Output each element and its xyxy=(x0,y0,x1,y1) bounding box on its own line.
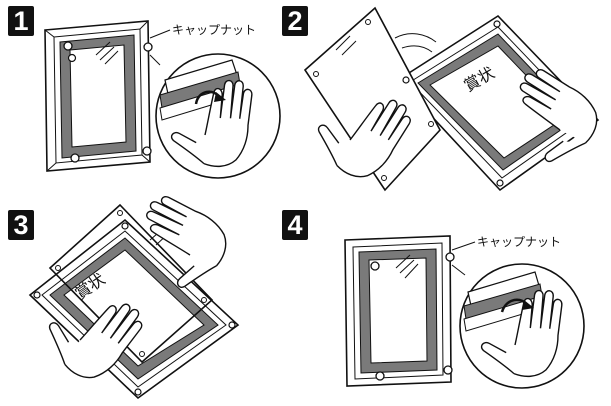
step-badge-2: 2 xyxy=(282,6,308,36)
frame-icon xyxy=(344,235,452,387)
step-3-figure: 賞状 xyxy=(28,193,240,400)
cap-nut-icon xyxy=(67,53,77,63)
step-2-figure: 賞状 xyxy=(303,6,607,192)
step-1-figure xyxy=(44,20,281,179)
step-4-figure xyxy=(344,235,585,389)
acrylic-plate-icon xyxy=(95,41,119,65)
frame-icon xyxy=(44,20,151,172)
step-badge-3: 3 xyxy=(8,210,34,240)
cap-nut-icon xyxy=(370,252,455,381)
cap-nut-icon xyxy=(33,222,236,396)
cap-nut-label: キャップナット xyxy=(172,23,257,37)
step-badge-1: 1 xyxy=(8,6,34,36)
step-badge-4: 4 xyxy=(282,210,308,240)
cap-nut-icon xyxy=(63,41,153,163)
acrylic-plate-icon xyxy=(395,254,419,279)
cap-nut-label: キャップナット xyxy=(477,235,562,249)
frame-icon xyxy=(396,14,600,192)
